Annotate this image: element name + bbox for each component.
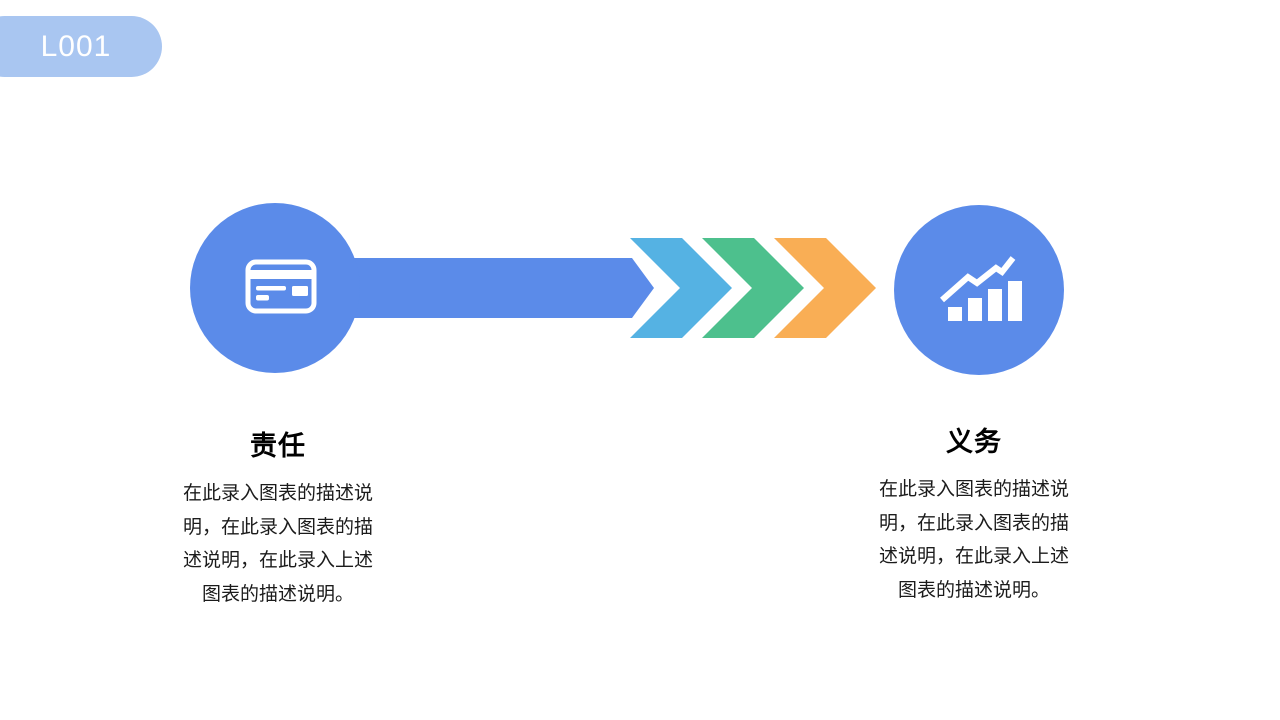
left-desc-line-1: 在此录入图表的描述说 (182, 483, 373, 504)
credit-card-outline (245, 259, 317, 314)
growth-chart-icon (940, 256, 1022, 321)
slide-code-badge: L001 (0, 16, 162, 77)
left-item-title: 责任 (250, 431, 306, 461)
chevron-3 (774, 238, 876, 338)
right-desc-line-4: 图表的描述说明。 (897, 579, 1050, 601)
credit-card-chip (292, 286, 308, 296)
left-desc-line-2: 明，在此录入图表的描 (182, 516, 373, 538)
left-item-text-block: 责任 在此录入图表的描述说 明，在此录入图表的描 述说明，在此录入上述 图表的描… (166, 424, 390, 611)
left-item-description: 在此录入图表的描述说 明，在此录入图表的描 述说明，在此录入上述 图表的描述说明… (166, 477, 390, 611)
credit-card-stripe (246, 270, 316, 279)
chart-bar-2 (968, 298, 982, 321)
right-item-description: 在此录入图表的描述说 明，在此录入图表的描 述说明，在此录入上述 图表的描述说明… (862, 473, 1086, 607)
slide-code-label: L001 (40, 29, 112, 63)
chart-bar-3 (988, 289, 1002, 321)
credit-card-line (256, 286, 286, 291)
right-item-title: 义务 (946, 427, 1002, 457)
left-desc-line-4: 图表的描述说明。 (201, 583, 354, 605)
chevron-1 (630, 238, 732, 338)
right-item-text-block: 义务 在此录入图表的描述说 明，在此录入图表的描 述说明，在此录入上述 图表的描… (862, 420, 1086, 607)
right-node-circle (894, 205, 1064, 375)
right-desc-line-3: 述说明，在此录入上述 (878, 546, 1069, 567)
right-desc-line-2: 明，在此录入图表的描 (878, 512, 1069, 534)
connector-arrow (275, 258, 654, 318)
credit-card-small-line (256, 295, 269, 301)
right-desc-line-1: 在此录入图表的描述说 (878, 479, 1069, 500)
chart-bar-4 (1008, 281, 1022, 321)
chart-bar-1 (948, 307, 962, 321)
chart-trend-line (940, 256, 1016, 303)
chevron-2 (702, 238, 804, 338)
left-desc-line-3: 述说明，在此录入上述 (182, 550, 373, 571)
credit-card-icon (245, 259, 317, 314)
